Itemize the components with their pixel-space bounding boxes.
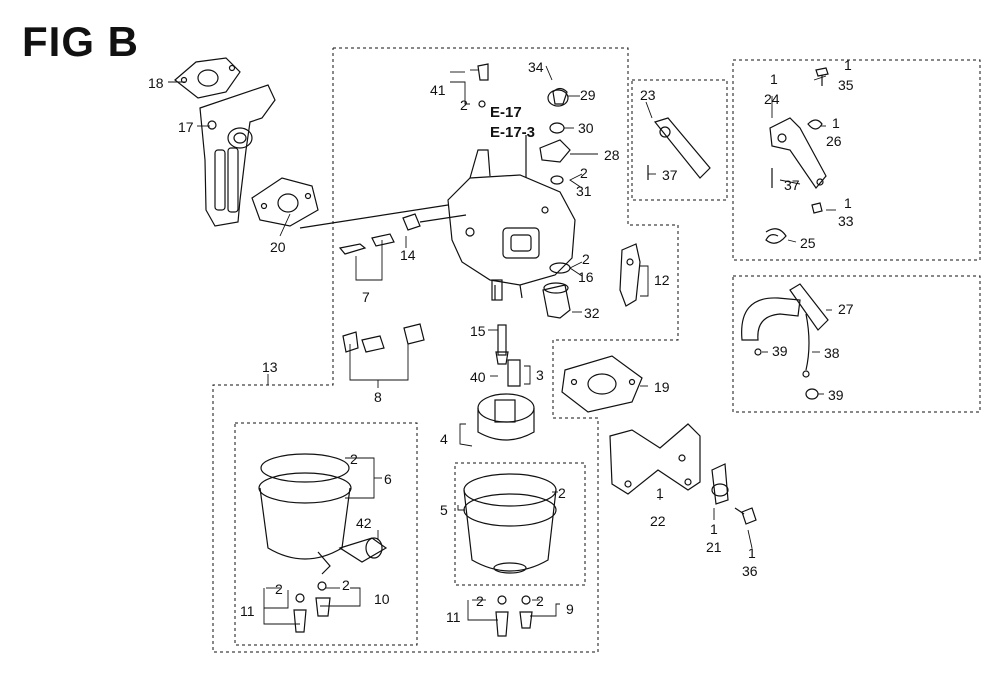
callout-2-d: 2	[350, 451, 358, 467]
callout-34: 34	[528, 59, 544, 75]
callout-2-h: 2	[476, 593, 484, 609]
callout-10: 10	[374, 591, 390, 607]
bolt-36	[734, 507, 757, 525]
gasket-19	[561, 355, 643, 413]
callout-35: 35	[838, 77, 854, 93]
callout-11-b: 11	[446, 609, 461, 625]
callout-12: 12	[654, 272, 670, 288]
callout-8: 8	[374, 389, 382, 405]
insulator-plate-17	[199, 84, 276, 227]
callout-6: 6	[384, 471, 392, 487]
drain-parts-6	[293, 581, 331, 633]
carburetor-body	[447, 149, 576, 301]
callout-2-f: 2	[342, 577, 350, 593]
ref-e-17-3[interactable]: E-17-3	[490, 124, 536, 141]
callout-3: 3	[536, 367, 544, 383]
callout-14: 14	[400, 247, 416, 263]
callout-2-c: 2	[582, 251, 590, 267]
tube-parts-27-38	[741, 283, 829, 400]
callout-11-a: 11	[240, 603, 255, 619]
callout-2-i: 2	[536, 593, 544, 609]
callout-38: 38	[824, 345, 840, 361]
callout-1-f: 1	[832, 115, 840, 131]
float-chamber-6	[258, 453, 388, 575]
callout-29: 29	[580, 87, 596, 103]
callout-23: 23	[640, 87, 656, 103]
group-boundary-6	[234, 422, 418, 646]
group-boundary-27	[732, 275, 981, 413]
callout-39-b: 39	[828, 387, 844, 403]
callout-22: 22	[650, 513, 666, 529]
main-carburetor-group-boundary	[212, 47, 679, 653]
callout-42: 42	[356, 515, 372, 531]
callout-16: 16	[578, 269, 594, 285]
callout-1-b: 1	[710, 521, 718, 537]
bracket-22	[609, 423, 701, 495]
callout-37-a: 37	[662, 167, 678, 183]
drain-parts-5	[495, 595, 533, 637]
lever-21	[711, 463, 729, 505]
float-chamber-5	[463, 473, 557, 574]
callout-1-d: 1	[770, 71, 778, 87]
callout-leaders	[168, 65, 836, 625]
throttle-lever-23	[647, 117, 711, 180]
callout-27: 27	[838, 301, 854, 317]
callout-19: 19	[654, 379, 670, 395]
float-4	[477, 393, 535, 441]
callout-1-e: 1	[844, 57, 852, 73]
callout-37-b: 37	[784, 177, 800, 193]
callout-28: 28	[604, 147, 620, 163]
callout-1-g: 1	[844, 195, 852, 211]
ref-e-17[interactable]: E-17	[490, 104, 522, 121]
callout-20: 20	[270, 239, 286, 255]
callout-2-g: 2	[558, 485, 566, 501]
callout-17: 17	[178, 119, 194, 135]
callout-41: 41	[430, 82, 446, 98]
callout-5: 5	[440, 502, 448, 518]
gasket-20	[251, 177, 319, 227]
gasket-18	[174, 57, 241, 99]
callout-18: 18	[148, 75, 164, 91]
callout-1-c: 1	[748, 545, 756, 561]
callout-2-a: 2	[460, 97, 468, 113]
callout-33: 33	[838, 213, 854, 229]
callout-32: 32	[584, 305, 600, 321]
callout-24: 24	[764, 91, 780, 107]
callout-25: 25	[800, 235, 816, 251]
callout-39-a: 39	[772, 343, 788, 359]
callout-40: 40	[470, 369, 486, 385]
callout-15: 15	[470, 323, 486, 339]
callout-13: 13	[262, 359, 278, 375]
choke-lever-12	[619, 243, 641, 307]
callout-7: 7	[362, 289, 370, 305]
group-boundaries	[212, 47, 981, 653]
callout-4: 4	[440, 431, 448, 447]
screws-and-jets	[299, 63, 571, 387]
callout-31: 31	[576, 183, 592, 199]
lever-assembly-24	[765, 67, 829, 244]
figure-title: FIG B	[22, 18, 139, 65]
callout-9: 9	[566, 601, 574, 617]
group-boundary-5	[454, 462, 586, 586]
group-boundary-24	[732, 59, 981, 261]
callout-2-b: 2	[580, 165, 588, 181]
callout-36: 36	[742, 563, 758, 579]
callout-1-a: 1	[656, 485, 664, 501]
callout-2-e: 2	[275, 581, 283, 597]
callout-21: 21	[706, 539, 722, 555]
callout-30: 30	[578, 120, 594, 136]
callout-26: 26	[826, 133, 842, 149]
